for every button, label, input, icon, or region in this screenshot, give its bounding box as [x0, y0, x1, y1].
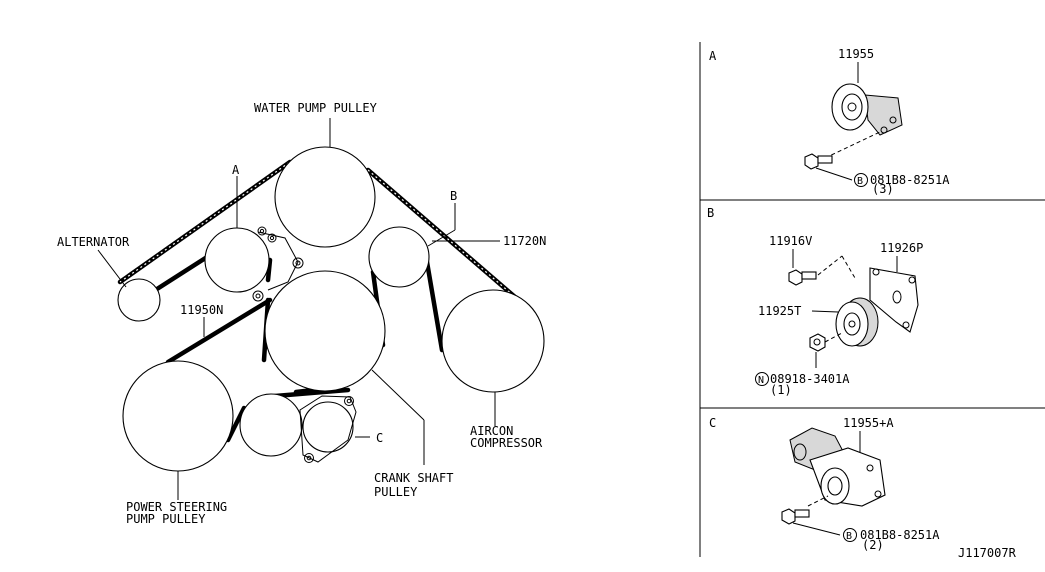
- detail-panels: [699, 42, 1045, 557]
- leader-lines: [97, 118, 500, 500]
- panel-c-letter: C: [709, 416, 716, 430]
- power-steering-pump-pulley: [122, 360, 234, 472]
- idler-lower-pulley: [239, 393, 303, 457]
- bolt-b-drawing: [788, 269, 817, 286]
- tensioner-assembly-a-drawing: [831, 83, 903, 136]
- crank-label-line2: PULLEY: [374, 485, 418, 499]
- tensioner-c-pulley: [302, 401, 354, 453]
- detail-panel-c: C 11955+A B 081B8-8251A (2): [709, 416, 940, 552]
- bolt-c-symbol-letter: B: [846, 531, 852, 542]
- alternator-pulley: [117, 278, 161, 322]
- bolt-a-qty: (3): [872, 182, 894, 196]
- part-11720n-label: 11720N: [503, 234, 546, 248]
- bolt-c-qty: (2): [862, 538, 884, 552]
- crank-shaft-pulley: [264, 270, 386, 392]
- bolt-c-drawing: [781, 508, 810, 525]
- bolt-a-symbol-letter: B: [857, 176, 863, 187]
- detail-panel-a: A 11955 B 081B8-8251A (3): [709, 47, 950, 196]
- callout-a-label: A: [232, 163, 240, 177]
- tensioner-a-pulley: [204, 227, 270, 293]
- idler-b-pulley: [368, 226, 430, 288]
- bolt-c-code: 081B8-8251A: [860, 528, 940, 542]
- detail-panel-b: B 11916V 11926P 11925T: [707, 206, 923, 397]
- panel-c-part-number: 11955+A: [843, 416, 894, 430]
- tensioner-assembly-c-drawing: [789, 427, 886, 507]
- idler-pulley-b-drawing: [835, 297, 879, 347]
- callout-c-label: C: [376, 431, 383, 445]
- panel-b-bolt-part: 11916V: [769, 234, 812, 248]
- panel-b-letter: B: [707, 206, 714, 220]
- bolt-c-symbol: [843, 528, 857, 542]
- part-11950n-label: 11950N: [180, 303, 223, 317]
- tensioner-c-bracket: [299, 395, 357, 463]
- aircon-compressor-pulley: [441, 289, 545, 393]
- bolt-a-drawing: [804, 153, 833, 170]
- nut-b-symbol: [755, 372, 769, 386]
- aircon-label-line2: COMPRESSOR: [470, 436, 543, 450]
- tensioner-a-bracket: [252, 226, 304, 302]
- ps-label-line1: POWER STEERING: [126, 500, 227, 514]
- nut-b-qty: (1): [770, 383, 792, 397]
- panel-b-pulley-part: 11925T: [758, 304, 801, 318]
- bracket-b-drawing: [869, 267, 919, 333]
- nut-b-code: 08918-3401A: [770, 372, 850, 386]
- bolt-a-symbol: [854, 173, 868, 187]
- ps-label-line2: PUMP PULLEY: [126, 512, 206, 526]
- aircon-label-line1: AIRCON: [470, 424, 513, 438]
- nut-b-symbol-letter: N: [758, 375, 764, 386]
- panel-a-part-number: 11955: [838, 47, 874, 61]
- panel-a-letter: A: [709, 49, 717, 63]
- nut-b-drawing: [809, 333, 826, 352]
- belt-routing-drawing: WATER PUMP PULLEY ALTERNATOR A B 11720N …: [57, 101, 546, 526]
- panel-b-bracket-part: 11926P: [880, 241, 923, 255]
- diagram-reference-code: J117007R: [958, 546, 1017, 560]
- water-pump-pulley-label: WATER PUMP PULLEY: [254, 101, 378, 115]
- bolt-a-code: 081B8-8251A: [870, 173, 950, 187]
- callout-b-label: B: [450, 189, 457, 203]
- crank-label-line1: CRANK SHAFT: [374, 471, 453, 485]
- alternator-label: ALTERNATOR: [57, 235, 130, 249]
- water-pump-pulley: [274, 146, 376, 248]
